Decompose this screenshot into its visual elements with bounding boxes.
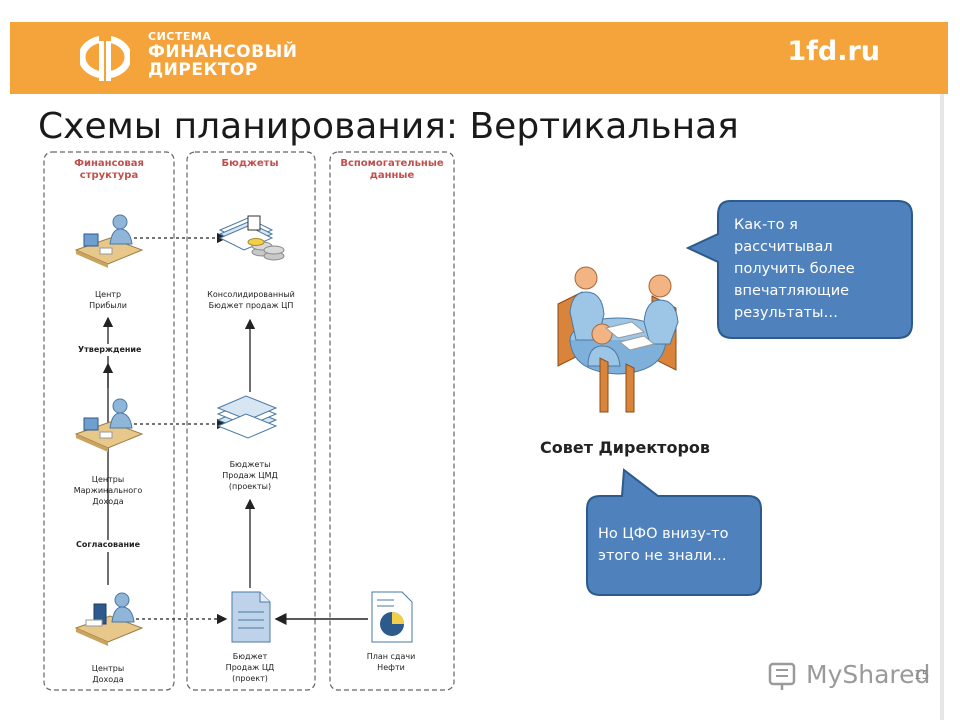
pie-chart-document-icon bbox=[371, 591, 413, 643]
fd-logo-icon bbox=[80, 33, 130, 81]
speech-bubble-top bbox=[685, 200, 913, 339]
manager-desk-icon bbox=[74, 592, 144, 646]
manager-desk-icon bbox=[74, 214, 144, 268]
myshared-logo-icon bbox=[768, 662, 796, 690]
speech-bubble-bottom-text: Но ЦФО внизу-то этого не знали… bbox=[598, 526, 729, 564]
column-heading-budgets: Бюджеты bbox=[221, 158, 279, 169]
logo-text-line3: ДИРЕКТОР bbox=[148, 60, 258, 80]
manager-desk-icon bbox=[74, 398, 144, 452]
document-icon bbox=[231, 591, 271, 643]
speech-bubble-bottom bbox=[586, 468, 762, 596]
header-banner bbox=[10, 22, 948, 94]
logo-text-line1: СИСТЕМА bbox=[148, 30, 212, 43]
board-label: Совет Директоров bbox=[540, 438, 711, 457]
column-frame-budgets bbox=[186, 151, 316, 691]
meeting-table-icon bbox=[557, 266, 679, 413]
site-url[interactable]: 1fd.ru bbox=[787, 36, 880, 67]
slide-title: Схемы планирования: Вертикальная bbox=[38, 106, 739, 147]
column-frame-structure bbox=[43, 151, 175, 691]
logo-text-line2: ФИНАНСОВЫЙ bbox=[148, 42, 298, 62]
page-number: 15 bbox=[914, 668, 930, 682]
column-frame-auxiliary bbox=[329, 151, 455, 691]
documents-coins-icon bbox=[218, 215, 285, 261]
slide-edge bbox=[940, 94, 944, 720]
step-label-approval: Утверждение bbox=[76, 345, 144, 354]
step-label-agreement: Согласование bbox=[74, 540, 143, 549]
speech-bubble-top-text: Как-то я рассчитывал получить более впеч… bbox=[734, 217, 855, 321]
document-stack-icon bbox=[216, 395, 278, 439]
watermark: MyShared bbox=[806, 660, 931, 689]
